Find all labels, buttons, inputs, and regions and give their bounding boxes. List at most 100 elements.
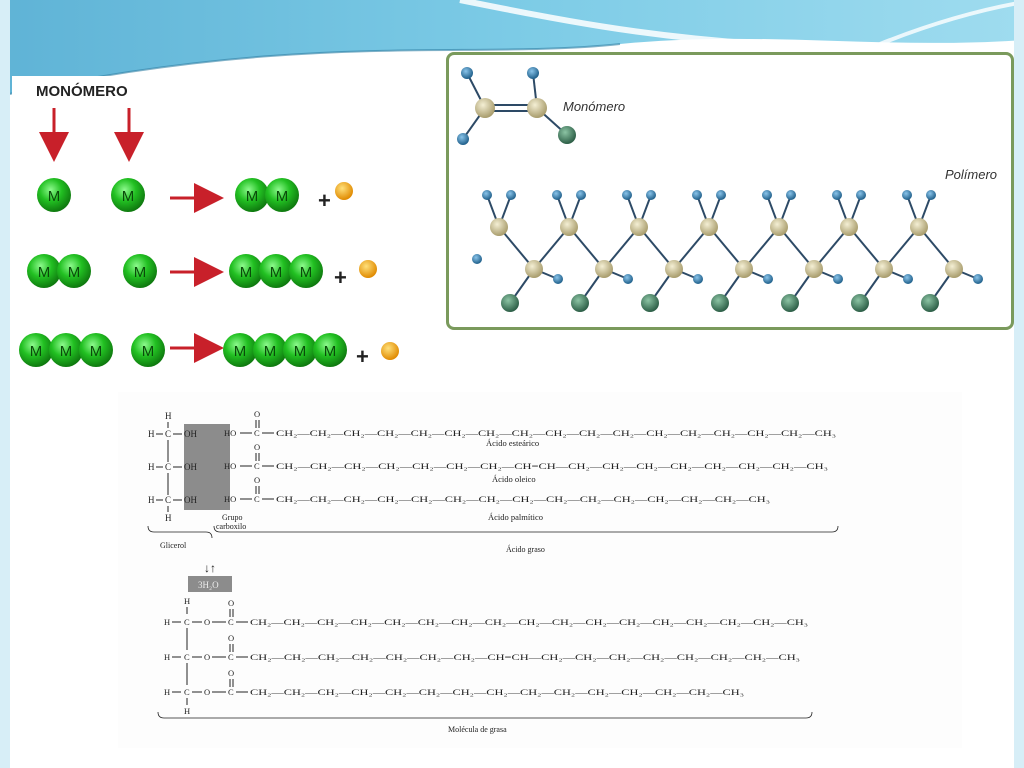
chlorine-atom [571, 294, 589, 312]
stearic-acid-label: Ácido esteárico [486, 438, 539, 448]
bond [498, 226, 535, 270]
ho-group: HO [224, 428, 236, 438]
row-3: M M M M M M M M + [19, 333, 399, 369]
chlorine-atom [711, 294, 729, 312]
hydrogen-atom [506, 190, 516, 200]
palmitic-chain: CH₂—CH₂—CH₂—CH₂—CH₂—CH₂—CH₂—CH₂—CH₂—CH₂—… [276, 494, 770, 504]
bond [743, 226, 780, 270]
hydrogen-atom [472, 254, 482, 264]
bottom-triglyceride: H H C O O C CH₂—CH₂—CH₂—CH₂—CH₂—CH₂—CH₂—… [164, 596, 808, 716]
hydrogen-atom [646, 190, 656, 200]
ho-group: HO [224, 494, 236, 504]
h-atom: H [165, 513, 172, 523]
monomer-model-label: Monómero [563, 99, 625, 114]
bond [638, 226, 675, 270]
monomer-condensation-panel: MONÓMERO M M M M + M M M [12, 76, 430, 386]
chlorine-atom [921, 294, 939, 312]
hydrogen-atom [832, 190, 842, 200]
hydrogen-atom [903, 274, 913, 284]
hydrogen-atom [856, 190, 866, 200]
monomer-letter: M [234, 343, 247, 360]
monomer-letter: M [294, 343, 307, 360]
plus-sign: + [356, 344, 369, 369]
carbon-atom [595, 260, 613, 278]
c-atom: C [165, 429, 171, 439]
chlorine-atom [641, 294, 659, 312]
o-atom: O [204, 687, 210, 697]
c-atom: C [254, 494, 260, 504]
h-atom: H [184, 706, 190, 716]
h-atom: H [164, 687, 170, 697]
c-atom: C [184, 652, 190, 662]
oleic-acid-label: Ácido oleico [492, 474, 536, 484]
carbon-atom [945, 260, 963, 278]
monomer-letter: M [90, 343, 103, 360]
bond [673, 226, 710, 270]
c-atom: C [228, 687, 234, 697]
h-atom: H [148, 495, 155, 505]
hydrogen-atom [763, 274, 773, 284]
grupo-label: Grupo [222, 513, 242, 522]
monomer-model [457, 67, 576, 145]
glicerol-label: Glicerol [160, 541, 187, 550]
o-atom: O [204, 652, 210, 662]
c-atom: C [184, 617, 190, 627]
bond [708, 226, 745, 270]
byproduct-sphere [381, 342, 399, 360]
carbon-atom [735, 260, 753, 278]
plus-sign: + [318, 188, 331, 213]
carboxilo-label: carboxilo [216, 522, 246, 531]
h-atom: H [184, 596, 190, 606]
carbon-atom [665, 260, 683, 278]
hydrogen-atom [576, 190, 586, 200]
o-atom: O [254, 409, 260, 419]
hydrogen-atom [622, 190, 632, 200]
carbon-atom [770, 218, 788, 236]
h-atom: H [164, 652, 170, 662]
c-atom: C [165, 495, 171, 505]
oh-group: OH [184, 462, 197, 472]
h-atom: H [164, 617, 170, 627]
monomer-condensation-diagram: MONÓMERO M M M M + M M M [19, 82, 399, 369]
equilibrium-arrows: ↓↑ [204, 561, 216, 575]
polymer-model-label: Polímero [945, 167, 997, 182]
monomer-letter: M [142, 343, 155, 360]
o-atom: O [228, 633, 234, 643]
oh-group: OH [184, 429, 197, 439]
c-atom: C [228, 652, 234, 662]
acido-graso-label: Ácido graso [506, 544, 545, 554]
molecula-grasa-label: Molécula de grasa [448, 725, 507, 734]
hydrogen-atom [902, 190, 912, 200]
top-glycerol: H H C OH H C OH H C OH H [148, 411, 197, 523]
byproduct-sphere [335, 182, 353, 200]
carbon-atom [805, 260, 823, 278]
palmitic-acid-label: Ácido palmítico [488, 512, 543, 522]
o-atom: O [254, 475, 260, 485]
monomer-title: MONÓMERO [36, 82, 128, 100]
bottom-chain-3: CH₂—CH₂—CH₂—CH₂—CH₂—CH₂—CH₂—CH₂—CH₂—CH₂—… [250, 687, 744, 697]
hydrogen-atom [623, 274, 633, 284]
hydrogen-atom [716, 190, 726, 200]
o-atom: O [228, 598, 234, 608]
carbon-atom [525, 260, 543, 278]
c-atom: C [254, 461, 260, 471]
chlorine-atom [781, 294, 799, 312]
c-atom: C [165, 462, 171, 472]
carbon-atom [700, 218, 718, 236]
carbon-atom [490, 218, 508, 236]
hydrogen-atom [693, 274, 703, 284]
row-1: M M M M + [37, 178, 353, 213]
carbon-atom [840, 218, 858, 236]
water-box [188, 576, 232, 592]
o-atom: O [254, 442, 260, 452]
monomer-letter: M [270, 264, 283, 281]
bottom-chain-2: CH₂—CH₂—CH₂—CH₂—CH₂—CH₂—CH₂—CH=CH—CH₂—CH… [250, 652, 800, 662]
byproduct-sphere [359, 260, 377, 278]
monomer-letter: M [60, 343, 73, 360]
plus-sign: + [334, 265, 347, 290]
monomer-letter: M [134, 264, 147, 281]
monomer-letter: M [264, 343, 277, 360]
o-atom: O [204, 617, 210, 627]
row-2: M M M M M M + [27, 254, 377, 290]
hydrogen-atom [786, 190, 796, 200]
